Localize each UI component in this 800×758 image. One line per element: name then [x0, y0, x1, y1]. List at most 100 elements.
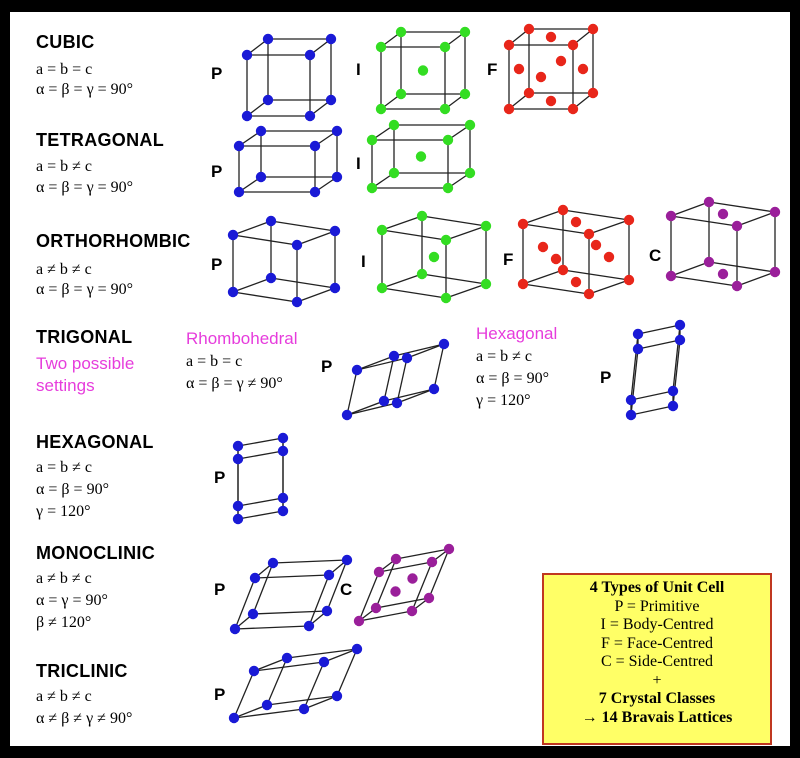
lattice-atom	[277, 445, 289, 457]
lattice-atom	[443, 543, 455, 555]
cell-edge	[233, 704, 268, 719]
lattice-atom	[587, 23, 599, 35]
lattice-atom	[261, 699, 273, 711]
lattice-atom	[537, 241, 549, 253]
lattice-atom	[577, 63, 589, 75]
lattice-atom	[331, 125, 343, 137]
lattice-atom	[309, 186, 321, 198]
cell-edge	[286, 648, 358, 659]
lattice-atom	[550, 253, 562, 265]
cell-edge	[266, 695, 338, 706]
cell-edge	[237, 437, 284, 447]
cell-edge	[326, 559, 348, 612]
lattice-atom	[513, 63, 525, 75]
cell-edge	[232, 234, 298, 246]
lattice-atom	[291, 239, 303, 251]
cell-edge	[562, 269, 630, 281]
label-cubic-i: I	[356, 60, 361, 79]
cell-edge	[630, 405, 674, 416]
lattice-atom	[331, 171, 343, 183]
trigonal-hexagonal-axes: a = b ≠ c	[476, 348, 533, 365]
system-name-orthorhombic: ORTHORHOMBIC	[36, 231, 191, 251]
cell-edge	[237, 510, 284, 520]
orthorhombic-axes: a ≠ b ≠ c	[36, 261, 92, 278]
lattice-atom	[376, 282, 388, 294]
lattice-atom	[378, 395, 390, 407]
cell-edge	[237, 450, 284, 460]
cell-edge	[356, 355, 395, 371]
lattice-atom	[717, 268, 729, 280]
lattice-atom	[341, 409, 353, 421]
cell-edge	[232, 220, 272, 236]
lattice-atom	[353, 615, 365, 627]
monoclinic-angles: α = γ = 90°	[36, 592, 108, 609]
cubic-body-centred-cell	[375, 26, 471, 115]
lattice-atom	[632, 343, 644, 355]
lattice-atom	[416, 210, 428, 222]
lattice-atom	[249, 572, 261, 584]
system-name-cubic: CUBIC	[36, 32, 95, 52]
trigonal-hexagonal-gamma: γ = 120°	[476, 392, 531, 409]
cell-edge	[303, 695, 338, 710]
lattice-atom	[227, 229, 239, 241]
lattice-atom	[557, 204, 569, 216]
lattice-atom	[303, 620, 315, 632]
lattice-atom	[674, 334, 686, 346]
monoclinic-axes: a ≠ b ≠ c	[36, 570, 92, 587]
cell-edge	[411, 561, 433, 612]
lattice-atom	[417, 65, 429, 76]
lattice-atom	[459, 88, 471, 100]
lattice-atom	[248, 665, 260, 677]
lattice-atom	[227, 286, 239, 298]
lattice-atom	[331, 690, 343, 702]
cell-edge	[356, 357, 408, 371]
lattice-atom	[267, 557, 279, 569]
label-orthorhombic-c: C	[649, 246, 662, 265]
tetragonal-axes: a = b ≠ c	[36, 158, 93, 175]
lattice-atom	[277, 505, 289, 517]
monoclinic-beta: β ≠ 120°	[36, 614, 92, 631]
lattice-atom	[703, 256, 715, 268]
cell-edge	[252, 562, 274, 615]
label-cubic-p: P	[211, 64, 223, 83]
label-tetragonal-p: P	[211, 162, 223, 181]
lattice-atom	[623, 214, 635, 226]
cell-edge	[375, 558, 397, 609]
legend-plus: +	[652, 671, 662, 689]
triclinic-axes: a ≠ b ≠ c	[36, 688, 92, 705]
cell-edge	[630, 390, 674, 401]
lattice-atom	[325, 33, 337, 45]
lattice-atom	[567, 39, 579, 51]
trigonal-hexagonal-title: Hexagonal	[476, 324, 558, 343]
cell-edge	[323, 648, 358, 663]
cell-edge	[303, 661, 325, 710]
system-name-trigonal: TRIGONAL	[36, 327, 133, 347]
cell-edge	[522, 223, 590, 235]
cell-edge	[232, 291, 298, 303]
cell-edge	[378, 561, 433, 573]
lattice-atom	[523, 23, 535, 35]
cell-edge	[445, 283, 487, 299]
label-cubic-f: F	[487, 60, 498, 79]
trigonal-note-line1: Two possible	[36, 354, 135, 373]
triclinic-primitive-cell	[228, 643, 363, 724]
cell-edge	[358, 610, 413, 622]
lattice-atom	[442, 182, 454, 194]
lattice-atom	[440, 292, 452, 304]
lattice-atom	[590, 239, 602, 251]
bravais-lattice-diagram: CUBIC a = b = c α = β = γ = 90° TETRAGON…	[10, 12, 790, 746]
lattice-atom	[632, 328, 644, 340]
lattice-atom	[395, 26, 407, 38]
cell-edge	[252, 610, 328, 615]
hexagonal-angles: α = β = 90°	[36, 481, 109, 498]
lattice-atom	[255, 125, 267, 137]
lattice-atom	[373, 566, 385, 578]
cell-edge	[522, 283, 590, 295]
orthorhombic-primitive-cell	[227, 215, 341, 308]
cell-edge	[237, 497, 284, 507]
lattice-atom	[390, 553, 402, 565]
cell-edge	[630, 333, 639, 401]
cell-edge	[637, 339, 681, 350]
lattice-atom	[232, 453, 244, 465]
lattice-atom	[567, 103, 579, 115]
